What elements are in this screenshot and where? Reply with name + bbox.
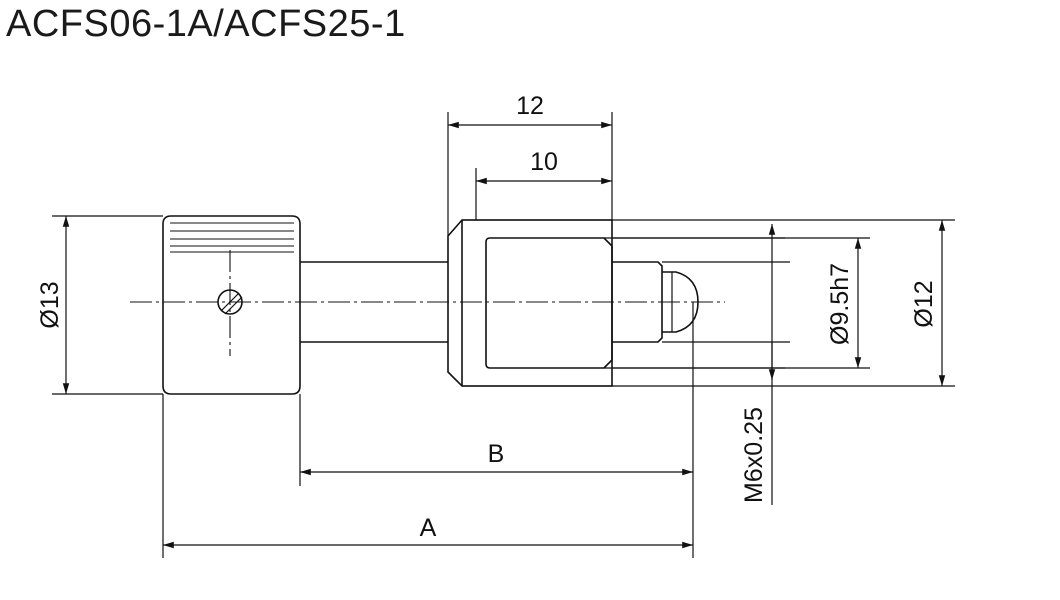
dim-length-a: A (162, 394, 693, 558)
drawing-title: ACFS06-1A/ACFS25-1 (6, 3, 406, 45)
dim-width-12: 12 (447, 92, 613, 236)
dim-label-b: B (488, 440, 505, 468)
dim-length-b: B (299, 302, 694, 558)
dim-diameter-9-5: Ø9.5h7 (826, 238, 862, 368)
dim-label-diameter-13: Ø13 (36, 281, 64, 328)
thread-barrel (485, 237, 870, 369)
dim-label-diameter-9-5: Ø9.5h7 (826, 263, 854, 345)
dim-label-12: 12 (516, 92, 544, 120)
dim-label-diameter-12: Ø12 (910, 280, 938, 327)
housing (447, 219, 955, 387)
dim-width-10: 10 (475, 148, 612, 220)
dim-thread: M6x0.25 (740, 224, 776, 505)
dim-label-thread: M6x0.25 (740, 407, 768, 503)
dim-diameter-12: Ø12 (910, 220, 946, 386)
dim-label-a: A (420, 514, 437, 542)
shaft (300, 261, 448, 343)
knob-body (162, 215, 301, 395)
dim-diameter-13: Ø13 (36, 215, 163, 395)
dim-label-10: 10 (530, 148, 558, 176)
